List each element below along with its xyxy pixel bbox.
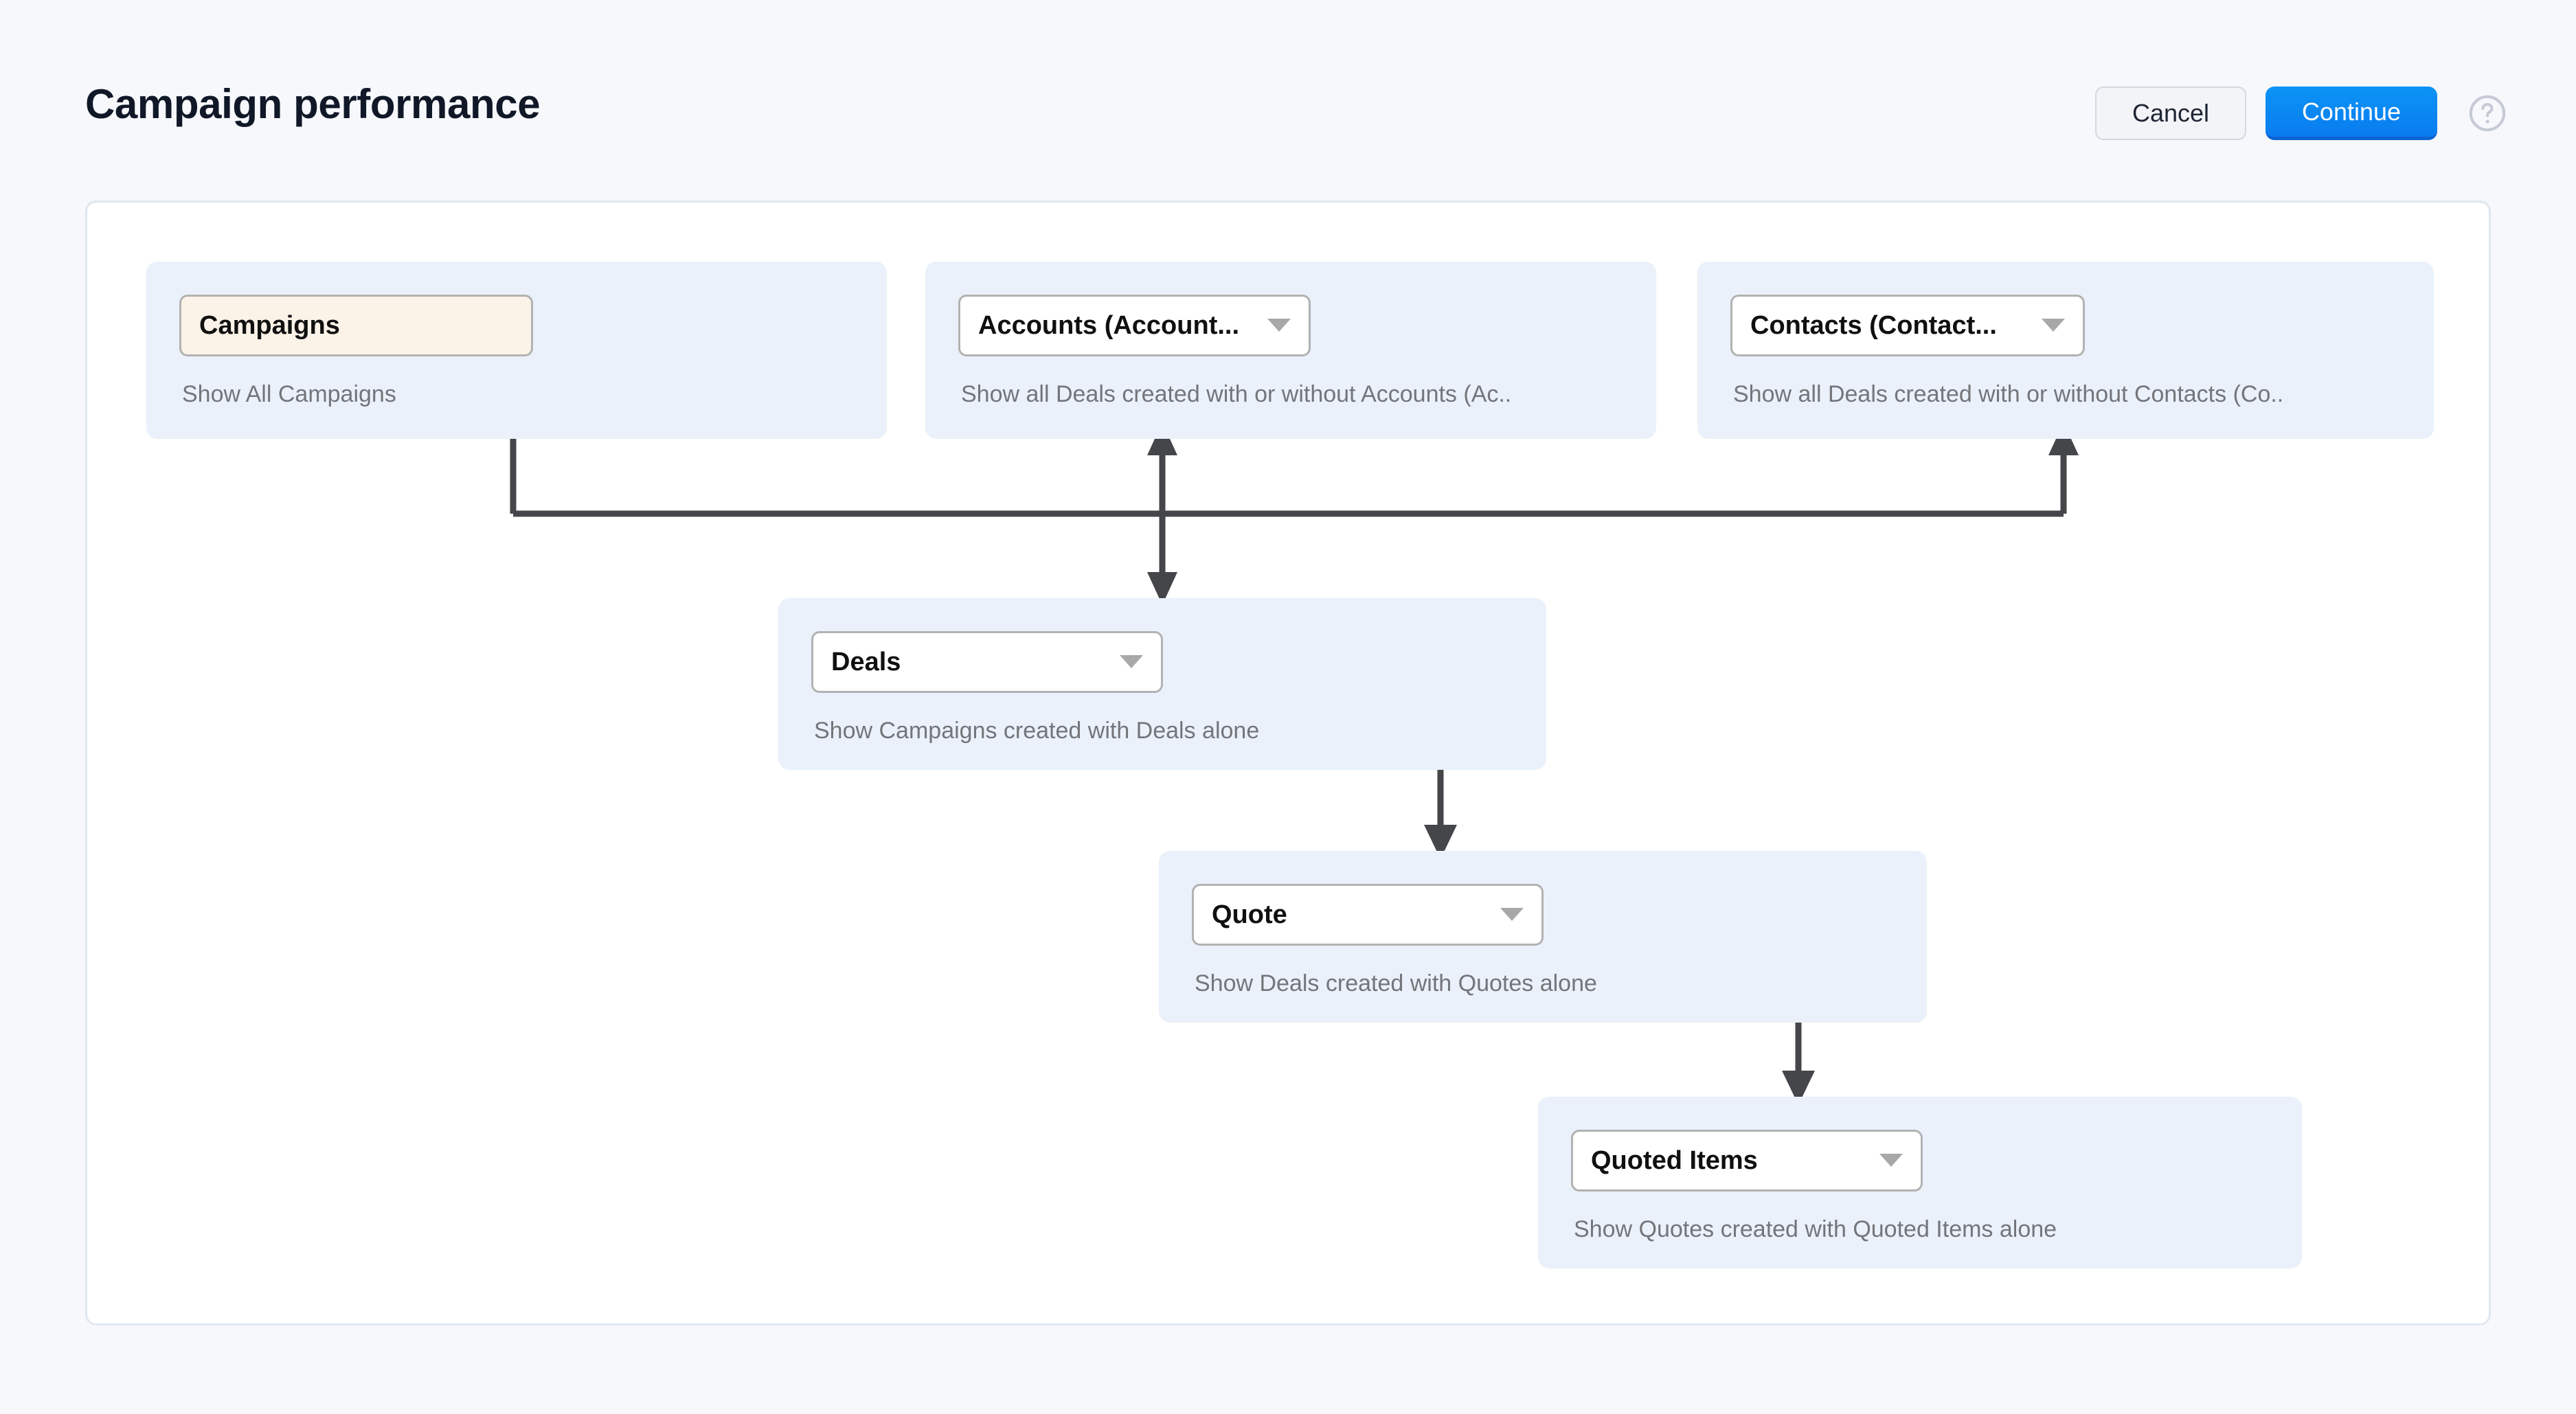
node-pill-campaigns[interactable]: Campaigns xyxy=(179,295,533,356)
node-description-quoted-items: Show Quotes created with Quoted Items al… xyxy=(1574,1216,2057,1242)
cancel-button[interactable]: Cancel xyxy=(2095,87,2246,140)
node-label-contacts: Contacts (Contact... xyxy=(1750,311,1997,340)
diagram-node-deals[interactable]: Deals Show Campaigns created with Deals … xyxy=(778,598,1546,770)
node-pill-quote[interactable]: Quote xyxy=(1192,884,1544,946)
page-title: Campaign performance xyxy=(85,81,541,127)
node-label-accounts: Accounts (Account... xyxy=(978,311,1240,340)
node-label-quote: Quote xyxy=(1212,900,1287,929)
node-pill-accounts[interactable]: Accounts (Account... xyxy=(958,295,1311,356)
node-description-contacts: Show all Deals created with or without C… xyxy=(1733,381,2284,407)
caret-down-icon[interactable] xyxy=(1477,908,1524,922)
node-pill-quoted-items[interactable]: Quoted Items xyxy=(1571,1130,1923,1191)
node-label-quoted-items: Quoted Items xyxy=(1591,1146,1758,1175)
node-description-campaigns: Show All Campaigns xyxy=(182,381,396,407)
node-pill-contacts[interactable]: Contacts (Contact... xyxy=(1730,295,2085,356)
page-header: Campaign performance Cancel Continue xyxy=(0,0,2576,189)
node-description-quote: Show Deals created with Quotes alone xyxy=(1195,970,1597,996)
diagram-node-campaigns[interactable]: Campaigns Show All Campaigns xyxy=(146,262,887,439)
node-label-campaigns: Campaigns xyxy=(199,311,340,340)
diagram-panel: Campaigns Show All Campaigns Accounts (A… xyxy=(85,201,2491,1325)
node-description-deals: Show Campaigns created with Deals alone xyxy=(814,718,1260,744)
header-actions: Cancel Continue xyxy=(2095,87,2507,140)
caret-down-icon[interactable] xyxy=(1096,655,1143,669)
question-circle-icon[interactable] xyxy=(2467,93,2507,133)
diagram-node-quote[interactable]: Quote Show Deals created with Quotes alo… xyxy=(1159,851,1927,1023)
caret-down-icon[interactable] xyxy=(1856,1154,1903,1167)
caret-down-icon[interactable] xyxy=(2018,319,2065,332)
diagram-node-quoted-items[interactable]: Quoted Items Show Quotes created with Qu… xyxy=(1538,1097,2302,1268)
caret-down-icon[interactable] xyxy=(1244,319,1291,332)
diagram-node-contacts[interactable]: Contacts (Contact... Show all Deals crea… xyxy=(1697,262,2434,439)
node-label-deals: Deals xyxy=(831,648,901,676)
continue-button[interactable]: Continue xyxy=(2266,87,2437,140)
diagram-node-accounts[interactable]: Accounts (Account... Show all Deals crea… xyxy=(925,262,1656,439)
node-pill-deals[interactable]: Deals xyxy=(811,631,1163,693)
node-description-accounts: Show all Deals created with or without A… xyxy=(961,381,1512,407)
